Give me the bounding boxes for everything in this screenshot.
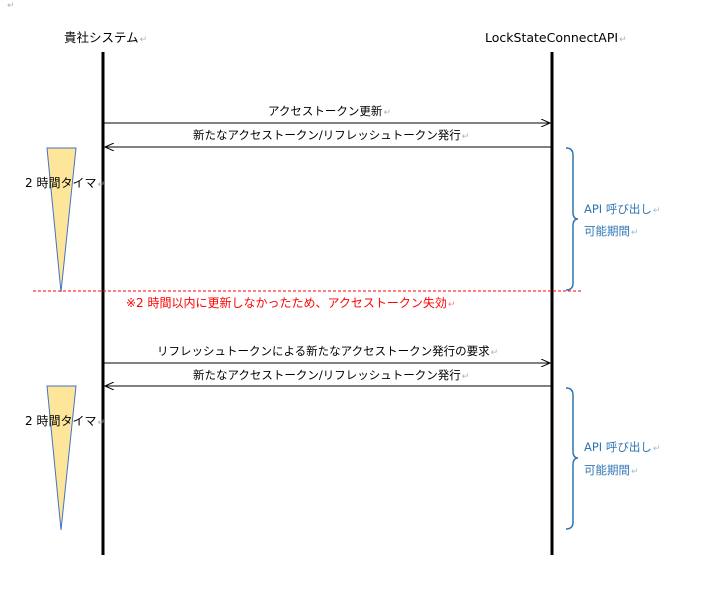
message-text-4: 新たなアクセストークン/リフレッシュトークン発行: [193, 368, 461, 382]
expiry-note: ※2 時間以内に更新しなかったため、アクセストークン失効↵: [126, 296, 455, 312]
paragraph-mark: ↵: [7, 1, 15, 11]
paragraph-mark-icon: ↵: [97, 180, 105, 190]
paragraph-mark-icon: ↵: [631, 467, 639, 477]
api-period-label-1-line2: 可能期間↵: [584, 224, 639, 240]
message-label-3: リフレッシュトークンによる新たなアクセストークン発行の要求↵: [157, 344, 498, 360]
paragraph-mark-icon: ↵: [447, 300, 456, 310]
paragraph-mark-icon: ↵: [619, 35, 627, 45]
expiry-note-text: ※2 時間以内に更新しなかったため、アクセストークン失効: [126, 296, 447, 310]
participant-left: 貴社システム↵: [64, 31, 147, 47]
participant-left-label: 貴社システム: [64, 30, 139, 45]
participant-right: LockStateConnectAPI↵: [485, 31, 627, 47]
timer-triangle-1: [46, 147, 77, 293]
api-period-text-1a: API 呼び出し: [584, 202, 652, 216]
api-period-text-2b: 可能期間: [584, 463, 630, 477]
paragraph-mark-icon: ↵: [97, 418, 105, 428]
paragraph-mark-icon: ↵: [652, 206, 661, 216]
paragraph-mark-icon: ↵: [383, 108, 391, 118]
timer-text-2: 2 時間タイマ: [25, 414, 97, 428]
api-period-label-1-line1: API 呼び出し↵: [584, 202, 660, 218]
message-text-2: 新たなアクセストークン/リフレッシュトークン発行: [193, 128, 461, 142]
timer-label-1: 2 時間タイマ↵: [25, 176, 105, 192]
paragraph-mark-icon: ↵: [461, 372, 470, 382]
api-period-brace-2: [565, 387, 579, 530]
api-period-text-2a: API 呼び出し: [584, 440, 652, 454]
timer-triangle-2: [46, 385, 77, 531]
api-period-brace-1: [565, 147, 579, 291]
paragraph-mark-icon: ↵: [461, 132, 470, 142]
api-period-label-2-line2: 可能期間↵: [584, 463, 639, 479]
timer-text-1: 2 時間タイマ: [25, 176, 97, 190]
message-label-1: アクセストークン更新↵: [268, 104, 391, 120]
paragraph-mark-icon: ↵: [490, 348, 499, 358]
message-text-1: アクセストークン更新: [268, 104, 383, 118]
api-period-text-1b: 可能期間: [584, 224, 630, 238]
paragraph-mark-icon: ↵: [631, 228, 639, 238]
participant-right-label: LockStateConnectAPI: [485, 30, 619, 45]
api-period-label-2-line1: API 呼び出し↵: [584, 440, 660, 456]
paragraph-mark-icon: ↵: [652, 444, 661, 454]
message-label-2: 新たなアクセストークン/リフレッシュトークン発行↵: [193, 128, 469, 144]
message-text-3: リフレッシュトークンによる新たなアクセストークン発行の要求: [157, 344, 490, 358]
paragraph-mark-icon: ↵: [139, 35, 148, 45]
message-label-4: 新たなアクセストークン/リフレッシュトークン発行↵: [193, 368, 469, 384]
timer-label-2: 2 時間タイマ↵: [25, 414, 105, 430]
